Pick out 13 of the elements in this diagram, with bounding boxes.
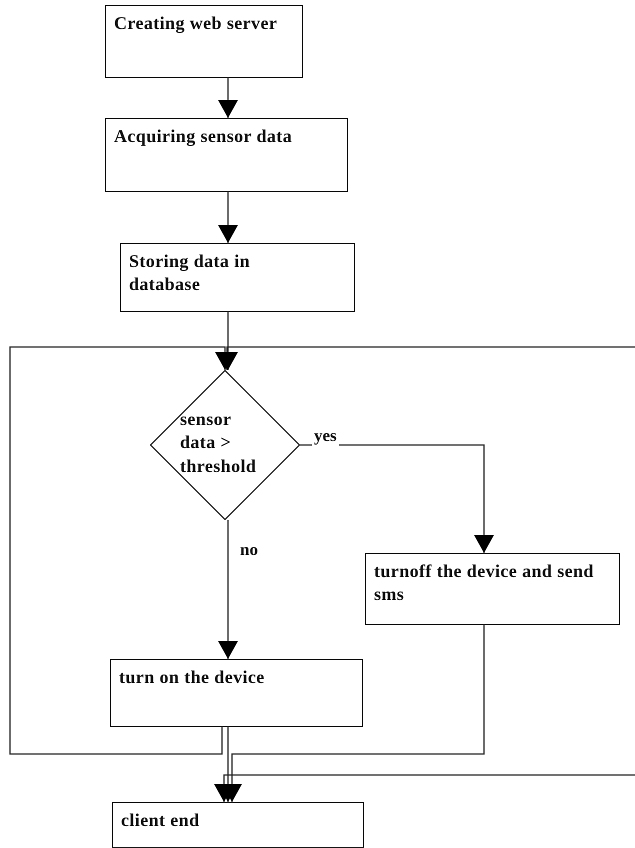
arrow [218, 520, 238, 659]
arrow [218, 78, 238, 118]
process-box: Storing data in database [120, 243, 355, 312]
process-box: client end [112, 802, 364, 848]
arrow [214, 774, 635, 802]
process-box: Creating web server [105, 5, 303, 78]
decision-diamond [150, 370, 300, 520]
process-box: Acquiring sensor data [105, 118, 348, 192]
process-box: turn on the device [110, 659, 363, 727]
decision-text: sensor data > threshold [180, 408, 258, 478]
arrow [218, 192, 238, 243]
process-box: turnoff the device and send sms [365, 553, 620, 625]
arrow [300, 444, 494, 553]
